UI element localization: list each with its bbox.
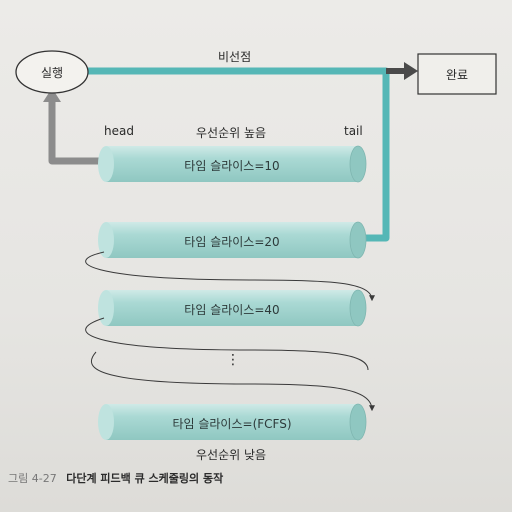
done-arrowhead [404,62,418,80]
tail-label: tail [344,124,363,138]
priority-high-label: 우선순위 높음 [196,126,267,140]
queue-4-label: 타임 슬라이스=(FCFS) [172,417,292,431]
figure-title: 다단계 피드백 큐 스케줄링의 동작 [66,472,224,485]
queue-4-shape [98,403,367,441]
priority-low-label: 우선순위 낮음 [196,448,267,462]
queue-2-label: 타임 슬라이스=20 [184,235,280,249]
run-node-label: 실행 [40,66,64,80]
demote-loop-1 [85,251,375,302]
dispatch-arrowhead [43,88,61,102]
queue-1-label: 타임 슬라이스=10 [184,159,280,173]
demote-loop-2 [85,317,369,371]
done-node-shape [417,53,497,95]
ellipsis-marker: ⋮ [226,352,240,368]
queue-2-shape [98,221,367,259]
preempt-label: 비선점 [218,50,252,64]
head-label: head [104,124,134,138]
queue-3-label: 타임 슬라이스=40 [184,303,280,317]
run-node-shape [15,50,89,94]
preempt-arrow-path [88,67,390,242]
queue-1-shape [98,145,367,183]
dispatch-arrow-path [48,100,104,165]
figure-number: 그림 4-27 [8,472,57,485]
demote-loop-3 [90,351,375,412]
queue-3-shape [98,289,367,327]
figure-caption: 그림 4-27 다단계 피드백 큐 스케줄링의 동작 [8,470,223,486]
done-node-label: 완료 [445,68,469,82]
